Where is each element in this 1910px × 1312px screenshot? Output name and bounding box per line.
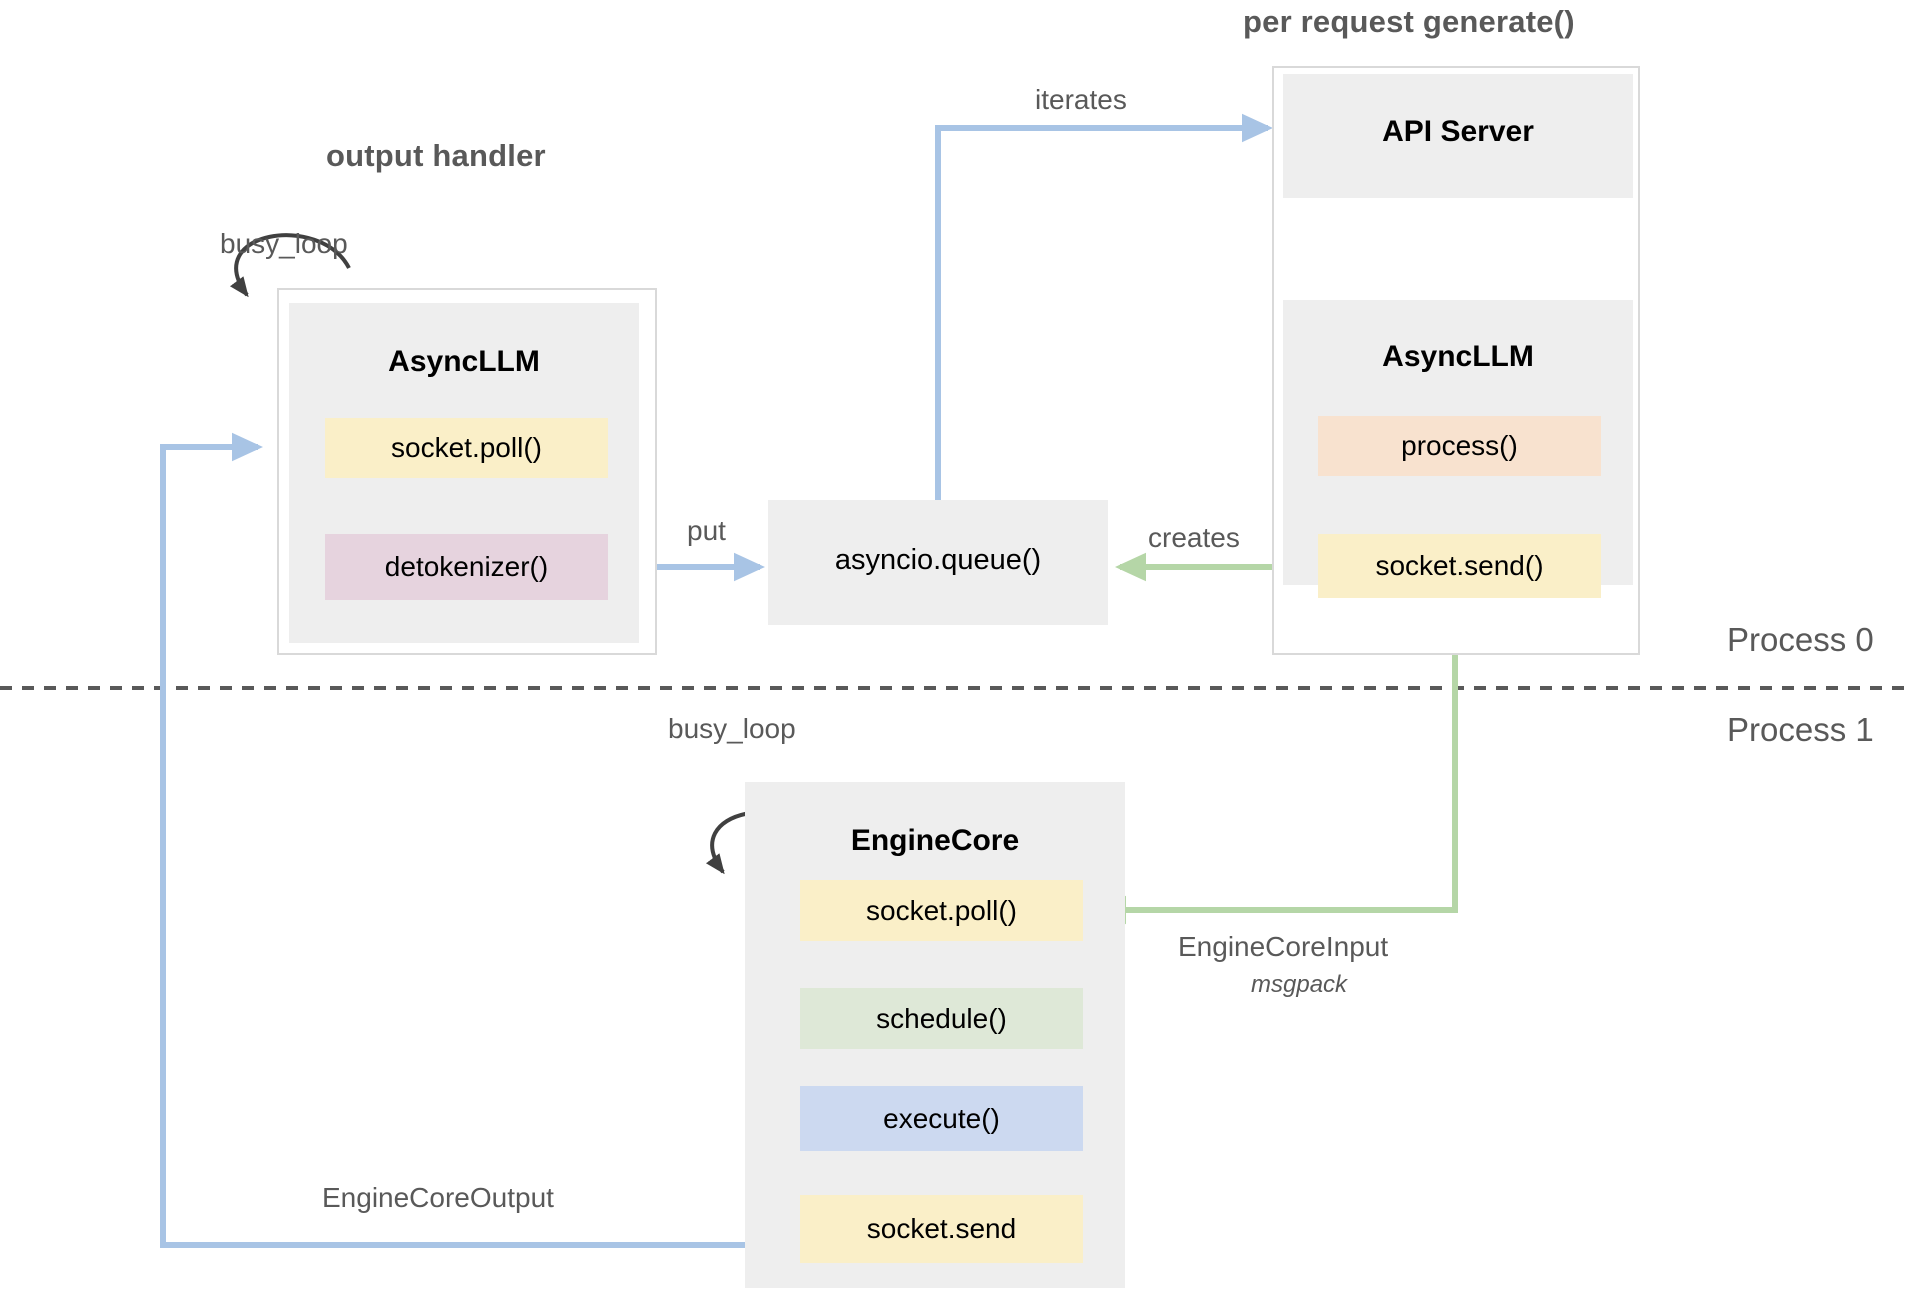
api-server-box[interactable]: API Server (1283, 74, 1633, 198)
group-title-output-handler: output handler (326, 138, 546, 173)
label-engine-core-output: EngineCoreOutput (322, 1182, 554, 1213)
chip-schedule[interactable]: schedule() (800, 988, 1083, 1049)
chip-socket-poll-enginecore[interactable]: socket.poll() (800, 880, 1083, 941)
asyncio-queue-label: asyncio.queue() (834, 544, 1042, 576)
label-process-0: Process 0 (1727, 621, 1874, 658)
api-server-title: API Server (1382, 115, 1534, 148)
engine-core-title: EngineCore (850, 824, 1020, 857)
asyncio-queue-box[interactable]: asyncio.queue() (768, 500, 1108, 625)
label-engine-core-input: EngineCoreInput (1178, 931, 1389, 962)
chip-detokenizer[interactable]: detokenizer() (325, 534, 608, 600)
label-iterates: iterates (1035, 84, 1127, 115)
label-creates: creates (1148, 522, 1240, 553)
label-process-1: Process 1 (1727, 711, 1874, 748)
async-llm-right-title: AsyncLLM (1382, 340, 1534, 373)
label-put: put (687, 515, 726, 546)
group-title-per-request: per request generate() (1243, 4, 1575, 39)
iterates-arrow (935, 113, 1273, 500)
chip-socket-send-asyncllm-right[interactable]: socket.send() (1318, 534, 1601, 598)
label-busy-loop-engine: busy_loop (668, 713, 796, 744)
label-busy-loop-left: busy_loop (220, 228, 348, 259)
chip-execute[interactable]: execute() (800, 1086, 1083, 1151)
chip-socket-send-enginecore[interactable]: socket.send (800, 1195, 1083, 1263)
chip-socket-poll-asyncllm-left[interactable]: socket.poll() (325, 418, 608, 478)
async-llm-left-title: AsyncLLM (388, 345, 540, 378)
chip-process[interactable]: process() (1318, 416, 1601, 476)
label-engine-core-input-sub: msgpack (1251, 971, 1348, 998)
